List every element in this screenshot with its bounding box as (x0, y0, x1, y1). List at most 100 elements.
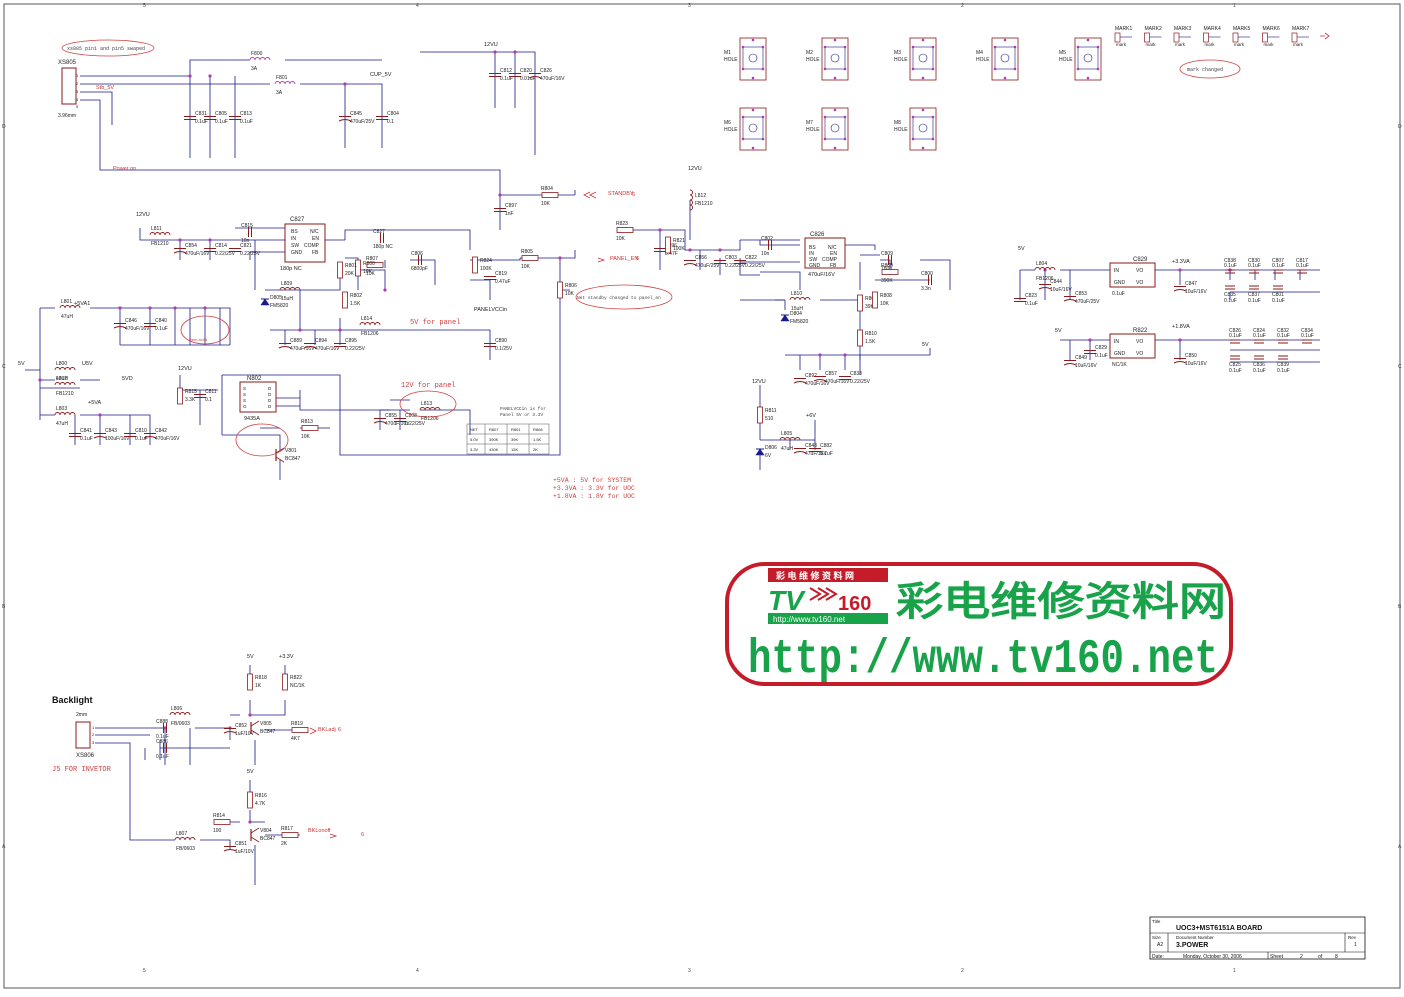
svg-text:Sheet: Sheet (1270, 954, 1284, 960)
part-ref: C812 (500, 68, 512, 74)
part-value: 0.1uF (195, 119, 208, 125)
svg-text:D: D (268, 386, 272, 391)
svg-text:C838: C838 (1224, 258, 1236, 264)
row-label: A (2, 844, 6, 850)
part-value: 0.1uF (1025, 301, 1038, 307)
svg-text:mark: mark (1293, 42, 1304, 47)
pin-label: 3 (92, 740, 95, 745)
part-value: FB1210 (151, 241, 169, 247)
svg-text:MARK6: MARK6 (1263, 26, 1280, 32)
part-ref: L809 (281, 281, 292, 287)
svg-text:M8: M8 (894, 120, 901, 126)
part-value: 3.3K (185, 397, 196, 403)
part-ref: C820 (520, 68, 532, 74)
svg-text:Stb_5V: Stb_5V (96, 85, 114, 91)
svg-text:C826: C826 (810, 232, 825, 238)
pin-label: 5 (76, 104, 79, 109)
watermark-small-url: http://www.tv160.net (773, 615, 846, 624)
svg-text:+3.3V: +3.3V (279, 654, 294, 660)
svg-text:FB: FB (830, 263, 837, 269)
part-ref: R801 (345, 263, 357, 269)
part-value: 47uH (56, 421, 68, 427)
part-value: FB1206 (1036, 276, 1054, 282)
svg-text:mark: mark (1116, 42, 1127, 47)
part-value: FB1206 (421, 416, 439, 422)
part-value: 100uF/16V (105, 436, 130, 442)
svg-text:12VU: 12VU (688, 166, 702, 172)
ic-n803: C829 0.1uF IN GND VO VO (1109, 257, 1156, 297)
part-value: 0.1 (387, 119, 394, 125)
watermark-logo-num: 160 (838, 593, 871, 615)
svg-text:MARK5: MARK5 (1233, 26, 1250, 32)
part-value: FB1206 (361, 331, 379, 337)
part-ref: C896 (665, 243, 677, 249)
note-panelvcc: PANELVCCin is for (500, 406, 546, 412)
part-ref: C823 (1025, 293, 1037, 299)
part-ref: C889 (290, 338, 302, 344)
part-value: NC/1K (290, 683, 305, 689)
svg-text:0.1uF: 0.1uF (1112, 291, 1125, 297)
svg-text:GND: GND (1114, 280, 1126, 286)
svg-text:N802: N802 (247, 376, 262, 382)
col-label: 3 (688, 968, 691, 974)
svg-text:HOLE: HOLE (806, 57, 820, 63)
svg-text:390K: 390K (489, 437, 499, 442)
part-ref: C803 (725, 255, 737, 261)
row-label: D (1398, 124, 1402, 130)
svg-text:HOLE: HOLE (724, 127, 738, 133)
row-label: D (2, 124, 6, 130)
part-value: 0.1uF (1095, 353, 1108, 359)
part-ref: L813 (421, 401, 432, 407)
part-ref: C827 (373, 229, 385, 235)
part-ref: L806 (171, 706, 182, 712)
part-ref: R824 (480, 258, 492, 264)
svg-text:VO: VO (1136, 351, 1143, 357)
part-ref: R804 (541, 186, 553, 192)
svg-text:0.1uF: 0.1uF (1253, 368, 1266, 374)
svg-text:3.3V: 3.3V (470, 447, 479, 452)
part-value: 10K (363, 269, 373, 275)
svg-text:S: S (243, 398, 246, 403)
svg-text:M1: M1 (724, 50, 731, 56)
col-label: 4 (416, 3, 419, 9)
part-value: 0.22/25V (850, 379, 871, 385)
connector-ref: XS806 (76, 753, 95, 759)
note-5v-panel: 5V for panel (410, 319, 460, 327)
svg-text:6: 6 (361, 832, 364, 838)
svg-text:MARK4: MARK4 (1204, 26, 1221, 32)
pin-label: 1 (76, 73, 79, 78)
svg-text:C839: C839 (1277, 362, 1289, 368)
part-ref: R814 (213, 813, 225, 819)
svg-text:R822: R822 (1133, 328, 1148, 334)
svg-text:5V: 5V (1055, 328, 1062, 334)
part-ref: R813 (301, 419, 313, 425)
svg-text:MARK7: MARK7 (1292, 26, 1309, 32)
svg-text:12VU: 12VU (178, 366, 192, 372)
part-value: 6V (765, 453, 772, 459)
fiducial-mark: MARK1 mark (1114, 26, 1132, 47)
svg-text:MARK1: MARK1 (1115, 26, 1132, 32)
part-value: 0.22/25V (240, 251, 261, 257)
svg-text:BS: BS (291, 229, 298, 235)
svg-text:+5VA1: +5VA1 (74, 301, 90, 307)
part-ref: R810 (865, 331, 877, 337)
svg-text:PANEL_EN: PANEL_EN (610, 256, 638, 262)
note-panelvcc: Panel 5V or 3.3V (500, 412, 544, 418)
svg-text:Rev: Rev (1348, 935, 1357, 940)
watermark-logo-tv: TV (768, 585, 806, 616)
svg-text:mark: mark (1234, 42, 1245, 47)
net-arrows (309, 32, 1330, 839)
part-ref: C840 (155, 318, 167, 324)
note-12v-panel: 12V for panel (401, 382, 456, 390)
svg-text:0.1uF: 0.1uF (1224, 263, 1237, 269)
svg-text:D: D (268, 398, 272, 403)
part-value: 1uF/10V (235, 731, 255, 737)
col-label: 5 (143, 968, 146, 974)
part-ref: R815 (185, 389, 197, 395)
part-ref: C819 (495, 271, 507, 277)
